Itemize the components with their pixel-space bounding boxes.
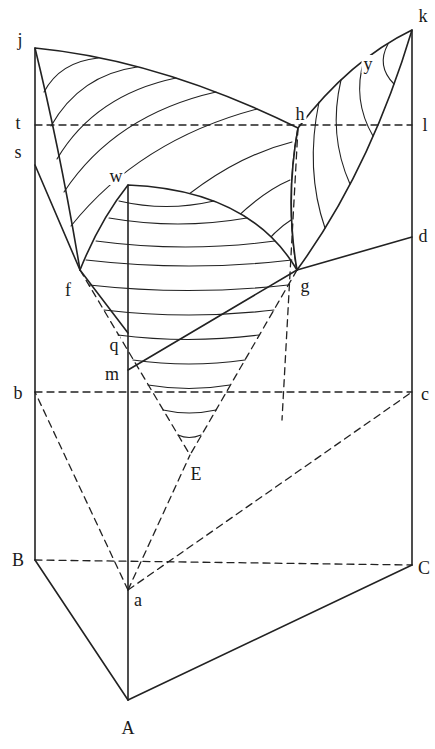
contour-lines [313,44,394,228]
point-label: h [294,105,307,123]
contour-line [86,260,292,266]
point-label: B [10,551,26,569]
contour-line [336,80,350,184]
contour-line [64,92,216,192]
prism-edge [35,560,128,700]
contour-line [148,385,230,389]
prism-edge [34,48,36,560]
liquidus-surface [291,30,412,270]
point-label: k [417,7,430,25]
prism-edge [127,185,129,700]
point-label: E [189,465,204,483]
point-label: d [417,227,430,245]
contour-line [313,102,325,228]
boundary-line [35,165,128,333]
dashed-lines [35,125,412,590]
contour-line [119,201,214,207]
point-label: s [12,143,23,161]
contour-line [163,410,216,413]
point-label: y [362,55,375,73]
contour-line [178,435,201,438]
projection-line [35,392,128,590]
valley-line [190,270,297,455]
liquidus-surface [80,185,297,455]
contour-line [133,360,245,364]
point-label: w [108,167,125,185]
back-edge [35,560,412,565]
isotherm-line [35,124,412,125]
contour-line [57,78,176,159]
point-label: l [420,116,429,134]
contour-line [118,335,259,340]
projection-line [128,455,190,590]
contour-line [89,285,288,291]
contour-line [96,241,275,247]
surface-edge [80,185,297,270]
projection-line [128,392,412,590]
point-label: c [419,385,431,403]
point-label: C [416,559,432,577]
isotherm-line [35,391,412,392]
point-label: g [299,277,312,295]
prism-edge [128,565,412,700]
contour-line [44,58,98,92]
point-label: m [103,365,121,383]
contour-line [109,218,247,224]
point-label: t [13,114,22,132]
point-label: f [63,281,73,299]
boundary-line [128,237,412,370]
point-label: a [132,591,144,609]
point-label: q [108,336,121,354]
contour-line [104,310,274,315]
point-label: b [12,384,25,402]
point-label: A [120,719,137,737]
prism-edge [411,30,413,565]
valley-line [80,270,190,455]
contour-line [383,44,394,84]
point-label: j [15,31,24,49]
